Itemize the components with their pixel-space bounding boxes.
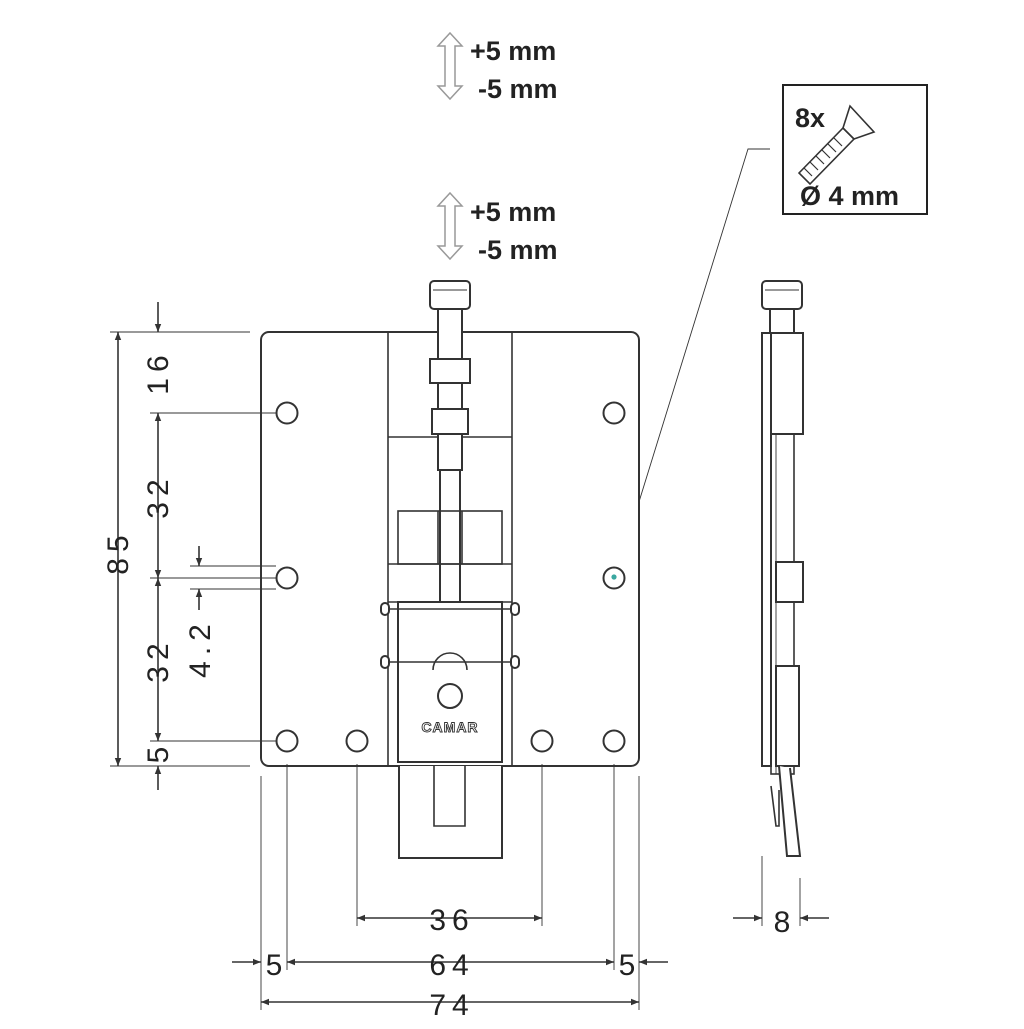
double-arrow-icon: [436, 31, 464, 101]
side-view: [761, 280, 804, 857]
bottom-dimensions: 36 5 64 5 74: [232, 764, 668, 1022]
screw-count: 8x: [795, 103, 825, 133]
sliding-carriage: [397, 601, 503, 763]
left-dimensions: 85 16 32 32 5 4.2: [102, 302, 276, 790]
adjustment-plus-label: +5 mm: [470, 197, 556, 227]
highlighted-hole-marker: [611, 574, 617, 580]
side-dimensions: 8: [733, 856, 829, 939]
mounting-hole: [530, 729, 554, 753]
hanging-hook: [398, 766, 503, 859]
dim-bottom-offset: 5: [142, 747, 175, 764]
front-view: CAMAR: [260, 280, 640, 859]
double-arrow-icon: [436, 191, 464, 261]
dim-top-offset: 16: [142, 349, 175, 394]
dim-inner-hole-spacing: 36: [429, 904, 474, 937]
dim-thickness: 8: [774, 906, 791, 939]
mounting-hole: [275, 566, 299, 590]
brand-label: CAMAR: [421, 719, 478, 735]
mounting-hole: [275, 729, 299, 753]
dim-total-width: 74: [429, 989, 474, 1022]
screw-icon: [797, 104, 876, 186]
dim-hole-spacing-lower: 32: [142, 637, 175, 682]
adjustment-screw-head: [429, 280, 471, 310]
dim-total-height: 85: [102, 529, 135, 574]
dim-hole-spacing-upper: 32: [142, 473, 175, 518]
mounting-hole: [602, 729, 626, 753]
dim-left-edge-offset: 5: [266, 949, 283, 982]
adjustment-plus-label: +5 mm: [470, 36, 556, 66]
adjustment-minus-label: -5 mm: [478, 74, 558, 104]
mounting-hole: [602, 401, 626, 425]
dim-hole-diameter: 4.2: [184, 618, 217, 678]
mounting-hole: [345, 729, 369, 753]
screw-legend: 8x Ø 4 mm: [782, 84, 928, 215]
carriage-hole: [437, 683, 463, 709]
adjustment-indicator-middle: +5 mm -5 mm: [436, 191, 558, 265]
screw-diameter: Ø 4 mm: [800, 181, 899, 211]
leader-line: [616, 148, 770, 574]
dim-right-edge-offset: 5: [619, 949, 636, 982]
dim-outer-hole-spacing: 64: [429, 949, 474, 982]
mounting-hole: [275, 401, 299, 425]
adjustment-indicator-top: +5 mm -5 mm: [436, 31, 558, 104]
adjustment-minus-label: -5 mm: [478, 235, 558, 265]
